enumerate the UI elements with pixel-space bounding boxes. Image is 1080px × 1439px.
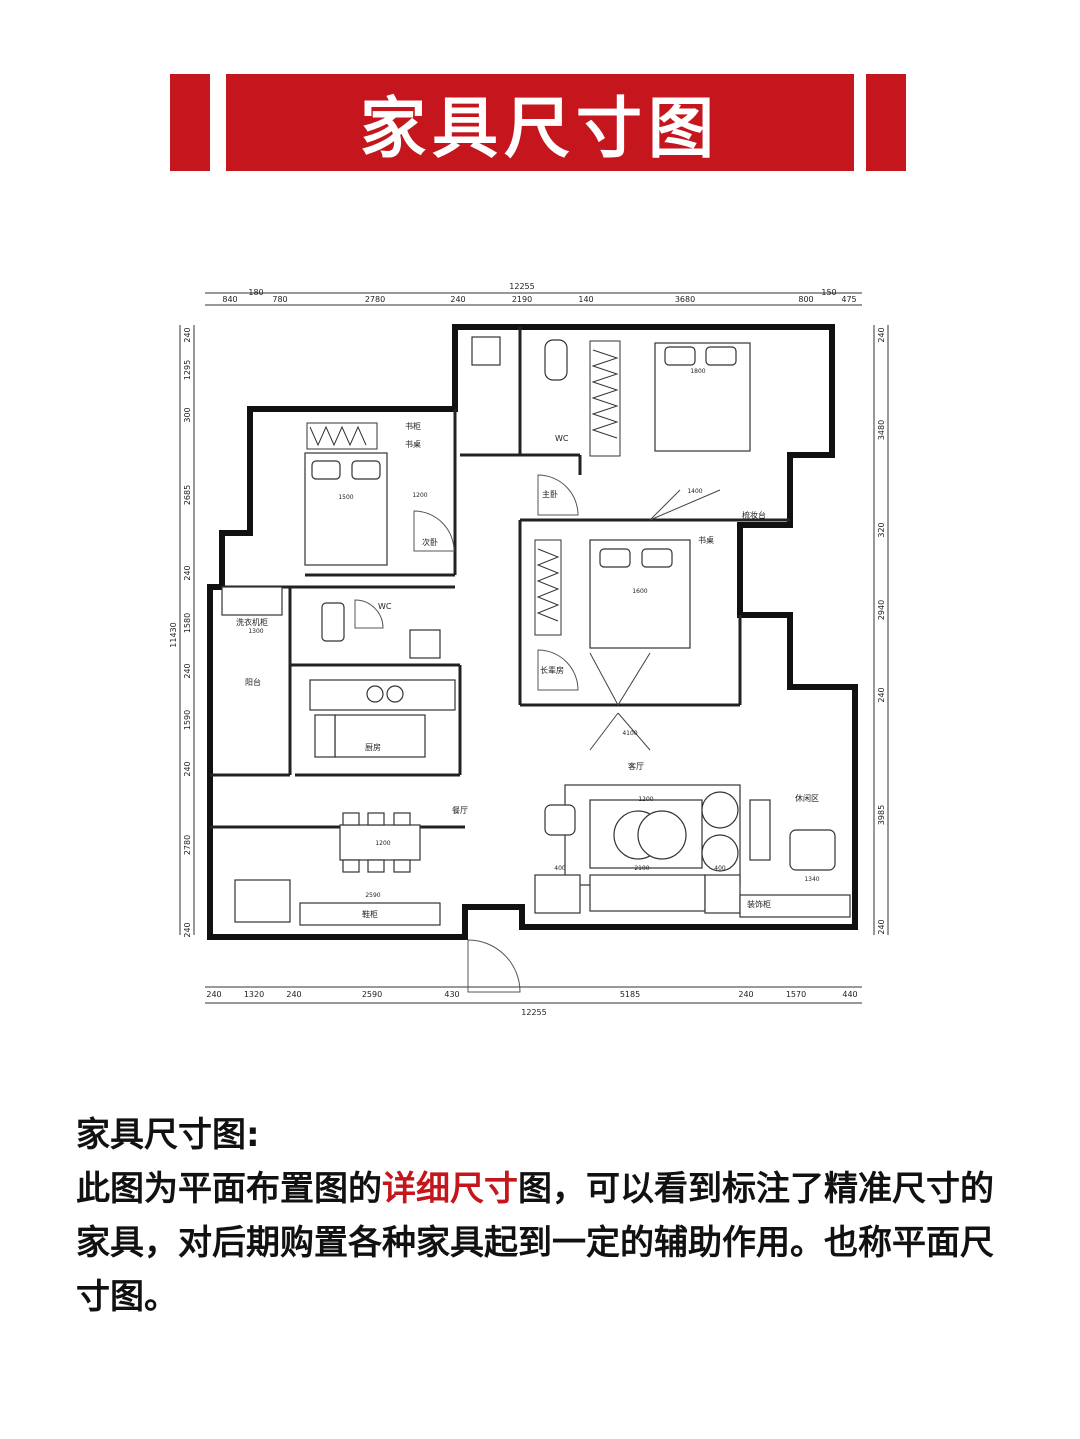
wardrobes <box>306 340 621 636</box>
living-set <box>534 784 851 918</box>
right-dim-labels: 240 3480 320 2940 240 3985 240 11345 <box>877 327 886 934</box>
bottom-seg: 240 <box>738 990 753 999</box>
room-wc2: WC <box>378 602 392 611</box>
room-leisure: 休闲区 <box>795 793 819 803</box>
bottom-seg: 430 <box>444 990 459 999</box>
left-seg: 300 <box>183 407 192 422</box>
svg-text:2100: 2100 <box>634 865 649 872</box>
description-part2: 图，可以看到标注了精准尺寸的家具，对后期购置各种家具起到一定的辅助作用。也称平面… <box>76 1169 994 1317</box>
top-seg: 475 <box>841 295 856 304</box>
label-washer: 洗衣机柜 <box>236 617 268 627</box>
top-seg: 240 <box>450 295 465 304</box>
description: 家具尺寸图: 此图为平面布置图的详细尺寸图，可以看到标注了精准尺寸的家具，对后期… <box>76 1108 1006 1324</box>
left-seg: 1580 <box>183 613 192 633</box>
description-highlight: 详细尺寸 <box>382 1169 518 1209</box>
room-master-bedroom: 主卧 <box>542 489 558 499</box>
top-seg: 840 <box>222 295 237 304</box>
label-shoe-cabinet: 鞋柜 <box>362 909 378 919</box>
svg-text:400: 400 <box>714 865 726 872</box>
right-seg: 240 <box>877 687 886 702</box>
bottom-seg: 1320 <box>244 990 264 999</box>
door-swings <box>354 474 579 993</box>
dining-set <box>339 812 421 873</box>
description-part1: 此图为平面布置图的 <box>76 1169 382 1209</box>
top-seg: 800 <box>798 295 813 304</box>
svg-text:1500: 1500 <box>338 494 353 501</box>
description-heading: 家具尺寸图: <box>76 1115 260 1155</box>
fixtures <box>221 336 568 926</box>
bottom-seg: 2590 <box>362 990 382 999</box>
label-desk2: 书桌 <box>698 535 714 545</box>
label-dresser: 梳妆台 <box>742 510 766 520</box>
bottom-seg: 440 <box>842 990 857 999</box>
left-seg: 240 <box>183 327 192 342</box>
top-dim-labels: 12255 840 180 780 2780 240 2190 140 3680… <box>222 282 856 304</box>
right-seg: 320 <box>877 522 886 537</box>
label-decor-cabinet: 装饰柜 <box>747 899 771 909</box>
walls <box>207 324 858 940</box>
top-seg: 2780 <box>365 295 385 304</box>
bottom-seg: 5185 <box>620 990 640 999</box>
top-seg: 780 <box>272 295 287 304</box>
top-seg: 180 <box>248 288 263 297</box>
svg-text:4100: 4100 <box>622 730 637 737</box>
room-wc1: WC <box>555 434 569 443</box>
left-seg: 240 <box>183 922 192 937</box>
svg-text:1200: 1200 <box>638 796 653 803</box>
banner-left-bar <box>170 74 210 171</box>
top-seg: 3680 <box>675 295 695 304</box>
svg-text:1800: 1800 <box>690 368 705 375</box>
tv-lines <box>589 489 721 751</box>
svg-text:1200: 1200 <box>412 492 427 499</box>
right-seg: 240 <box>877 327 886 342</box>
right-seg: 3985 <box>877 805 886 825</box>
label-desk1: 书桌 <box>405 439 421 449</box>
bottom-dim-labels: 240 1320 240 2590 430 5185 240 1570 440 … <box>206 990 857 1017</box>
right-seg: 240 <box>877 919 886 934</box>
left-seg: 240 <box>183 565 192 580</box>
left-dim-labels: 240 1295 300 2685 240 1580 240 1590 240 … <box>169 327 192 937</box>
left-seg: 1295 <box>183 360 192 380</box>
bottom-seg: 240 <box>206 990 221 999</box>
banner-right-bar <box>866 74 906 171</box>
room-long-bedroom: 长辈房 <box>540 665 564 675</box>
furniture-dim-labels: 1800 1500 1600 1200 1400 4100 1200 2100 … <box>248 368 819 899</box>
left-seg: 240 <box>183 663 192 678</box>
dimension-lines <box>179 292 889 1004</box>
left-total: 11430 <box>169 622 178 647</box>
svg-text:1340: 1340 <box>804 876 819 883</box>
label-bookshelf: 书柜 <box>405 421 421 431</box>
room-balcony: 阳台 <box>245 677 261 687</box>
floor-plan: 12255 840 180 780 2780 240 2190 140 3680… <box>169 282 889 1017</box>
top-seg: 2190 <box>512 295 532 304</box>
bottom-total: 12255 <box>521 1008 546 1017</box>
room-kitchen: 厨房 <box>365 742 381 752</box>
svg-text:400: 400 <box>554 865 566 872</box>
description-body: 此图为平面布置图的详细尺寸图，可以看到标注了精准尺寸的家具，对后期购置各种家具起… <box>76 1162 1006 1324</box>
beds <box>304 342 751 649</box>
room-labels: 主卧 次卧 长辈房 客厅 餐厅 厨房 阳台 WC WC 休闲区 梳妆台 洗衣机柜… <box>236 421 819 919</box>
right-seg: 2940 <box>877 600 886 620</box>
svg-text:2590: 2590 <box>365 892 380 899</box>
banner-title: 家具尺寸图 <box>226 74 854 171</box>
left-seg: 1590 <box>183 710 192 730</box>
left-seg: 240 <box>183 761 192 776</box>
left-seg: 2685 <box>183 485 192 505</box>
top-seg: 140 <box>578 295 593 304</box>
bottom-seg: 240 <box>286 990 301 999</box>
left-seg: 2780 <box>183 835 192 855</box>
top-seg: 150 <box>821 288 836 297</box>
svg-text:1200: 1200 <box>375 840 390 847</box>
svg-text:1600: 1600 <box>632 588 647 595</box>
room-second-bedroom: 次卧 <box>422 537 438 547</box>
top-total: 12255 <box>509 282 534 291</box>
svg-text:1300: 1300 <box>248 628 263 635</box>
room-living: 客厅 <box>628 761 644 771</box>
bottom-seg: 1570 <box>786 990 806 999</box>
svg-text:1400: 1400 <box>687 488 702 495</box>
room-dining: 餐厅 <box>452 806 468 815</box>
right-seg: 3480 <box>877 420 886 440</box>
